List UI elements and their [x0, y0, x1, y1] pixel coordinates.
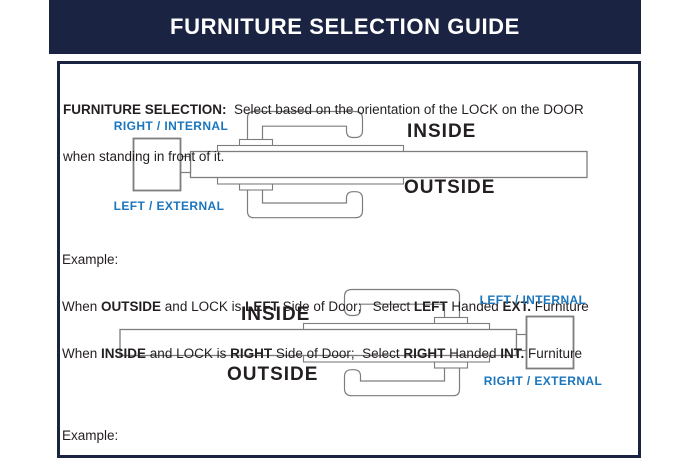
example2-block: Example: When OUTSIDE and LOCK is RIGHT … [62, 397, 605, 466]
diagram2-inside-label: INSIDE [241, 304, 311, 325]
example1-line-2: When INSIDE and LOCK is RIGHT Side of Do… [62, 345, 583, 361]
diagram2-left-internal-label: LEFT / INTERNAL [479, 293, 587, 307]
example1-heading: Example: [62, 252, 119, 268]
page-title: FURNITURE SELECTION GUIDE [170, 14, 520, 39]
diagram2-right-external-label: RIGHT / EXTERNAL [483, 374, 603, 388]
diagram1-left-external-label: LEFT / EXTERNAL [113, 199, 225, 213]
diagram1-inside-label: INSIDE [407, 121, 477, 142]
example2-heading: Example: [62, 428, 119, 444]
intro-line-1: FURNITURE SELECTION: Select based on the… [63, 102, 584, 118]
title-banner: FURNITURE SELECTION GUIDE [49, 0, 641, 54]
intro-text: FURNITURE SELECTION: Select based on the… [63, 71, 584, 196]
intro-line-2: when standing in front of it. [63, 148, 225, 164]
diagram2-outside-label: OUTSIDE [227, 364, 319, 385]
example1-line-1: When OUTSIDE and LOCK is LEFT Side of Do… [62, 298, 589, 314]
diagram1-outside-label: OUTSIDE [404, 177, 496, 198]
example1-block: Example: When OUTSIDE and LOCK is LEFT S… [62, 221, 589, 393]
diagram1-right-internal-label: RIGHT / INTERNAL [113, 119, 229, 133]
